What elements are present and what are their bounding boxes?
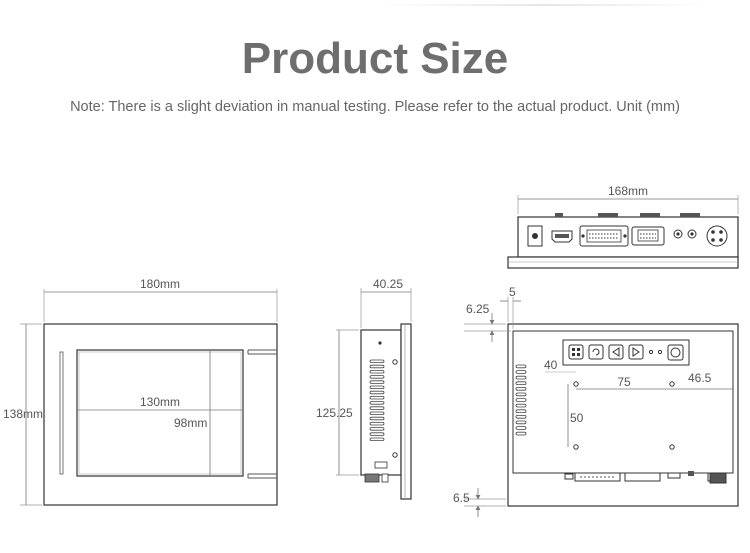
- front-height-label: 138mm: [3, 407, 43, 421]
- front-width-label: 180mm: [140, 277, 180, 291]
- vent-slot: [515, 398, 527, 402]
- vent-slot: [369, 406, 385, 410]
- mount-hole: [669, 444, 675, 450]
- menu-button-icon: [568, 344, 584, 360]
- vent-slot: [515, 426, 527, 430]
- bottom-width-label: 168mm: [608, 184, 648, 198]
- vent-slot: [369, 385, 385, 389]
- bezel-top-label: 6.25: [466, 302, 490, 316]
- mount-hole: [573, 381, 579, 387]
- auto-button-icon: [588, 344, 604, 360]
- vent-slot: [515, 420, 527, 425]
- front-view: 180mm 138mm 130mm 98mm: [3, 277, 278, 506]
- button-offset-label: 40: [544, 358, 558, 372]
- bottom-bezel: [507, 256, 739, 269]
- vent-slot: [515, 392, 527, 397]
- right-button-icon: [628, 344, 644, 360]
- left-button-icon: [608, 344, 624, 360]
- vent-slot: [515, 386, 527, 391]
- vent-slot: [369, 427, 385, 431]
- vent-slot: [515, 375, 527, 380]
- back-view: 6.25 5 40 75 46.5 50 6.5: [453, 285, 739, 517]
- vent-slot: [369, 369, 385, 374]
- power-button-icon: [667, 344, 684, 361]
- side-vents: [369, 359, 385, 441]
- bezel-bottom-label: 6.5: [453, 491, 470, 505]
- led-icon: [648, 349, 654, 355]
- back-vents: [515, 364, 527, 436]
- side-bezel: [400, 323, 412, 500]
- front-screen: [76, 349, 244, 477]
- vent-slot: [369, 364, 385, 369]
- mount-hole: [573, 444, 579, 450]
- vent-slot: [515, 364, 527, 369]
- vent-slot: [369, 416, 385, 421]
- vent-slot: [369, 411, 385, 415]
- top-divider: [378, 4, 708, 6]
- vent-slot: [369, 375, 385, 379]
- hole-offset-right-label: 46.5: [688, 371, 712, 385]
- vent-slot: [515, 381, 527, 385]
- page-title: Product Size: [241, 34, 509, 83]
- power-socket-icon: [706, 225, 728, 247]
- bottom-view: 168mm: [507, 184, 739, 269]
- vent-slot: [369, 421, 385, 426]
- bezel-side-label: 5: [509, 285, 516, 299]
- mount-hole: [669, 381, 675, 387]
- vent-slot: [369, 390, 385, 395]
- screen-width-label: 130mm: [140, 395, 180, 409]
- front-side-slot: [59, 351, 64, 475]
- vent-slot: [369, 437, 385, 441]
- vent-slot: [369, 432, 385, 436]
- vent-slot: [369, 359, 385, 363]
- vent-slot: [515, 370, 527, 374]
- side-depth-label: 40.25: [373, 277, 403, 291]
- vent-slot: [515, 403, 527, 408]
- vent-slot: [369, 380, 385, 384]
- vent-slot: [369, 395, 385, 400]
- vent-slot: [515, 409, 527, 413]
- vent-slot: [515, 431, 527, 436]
- side-view: 40.25 125.25: [316, 277, 412, 500]
- hole-spacing-h-label: 75: [617, 375, 631, 389]
- vent-slot: [369, 401, 385, 405]
- led-icon: [657, 349, 663, 355]
- hole-spacing-v-label: 50: [570, 411, 584, 425]
- vent-slot: [515, 414, 527, 419]
- screen-height-label: 98mm: [174, 416, 207, 430]
- side-height-label: 125.25: [316, 406, 353, 420]
- measurement-note: Note: There is a slight deviation in man…: [70, 99, 680, 115]
